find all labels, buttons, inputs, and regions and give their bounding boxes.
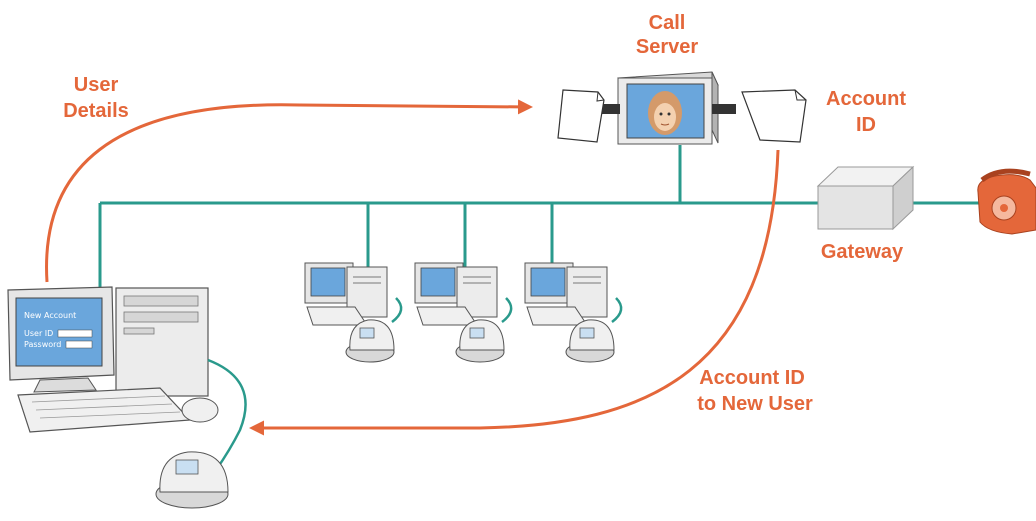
- account-id-label-line2: ID: [856, 114, 876, 136]
- user-details-label-line2: Details: [63, 100, 129, 122]
- call-server-label-line1: Call: [649, 12, 686, 34]
- account-id-label-line1: Account: [826, 88, 906, 110]
- telephone-icon: [977, 168, 1036, 235]
- admin-screen-user-id-label: User ID: [24, 329, 53, 338]
- account-id-arrow: [249, 149, 780, 436]
- gateway-label: Gateway: [821, 241, 904, 263]
- flow-arrows: [45, 99, 780, 436]
- account-id-new-user-label-line1: Account ID: [699, 367, 805, 389]
- computer-icon: [304, 262, 388, 326]
- admin-computer-icon: New Account User ID Password: [7, 286, 247, 471]
- ip-phone-icon: [155, 451, 229, 509]
- ip-phone-icon: [455, 297, 513, 363]
- ip-phone-icon: [345, 297, 403, 363]
- labels: Call Server User Details Account ID Gate…: [63, 12, 906, 415]
- computer-icon: [414, 262, 498, 326]
- admin-screen-user-id-field[interactable]: [57, 329, 93, 338]
- admin-screen-password-field[interactable]: [65, 340, 93, 349]
- call-server-label-line2: Server: [636, 36, 698, 58]
- document-icon: [741, 89, 807, 143]
- user-details-arrow: [45, 99, 533, 283]
- gateway-icon: [816, 165, 915, 231]
- document-icon: [557, 89, 605, 143]
- call-server-icon: [600, 71, 736, 145]
- admin-screen-password-label: Password: [24, 340, 61, 349]
- admin-screen-title: New Account: [24, 311, 76, 320]
- user-details-label-line1: User: [74, 74, 119, 96]
- account-id-new-user-label-line2: to New User: [697, 393, 813, 415]
- ip-phone-icon: [565, 297, 623, 363]
- computer-icon: [524, 262, 608, 326]
